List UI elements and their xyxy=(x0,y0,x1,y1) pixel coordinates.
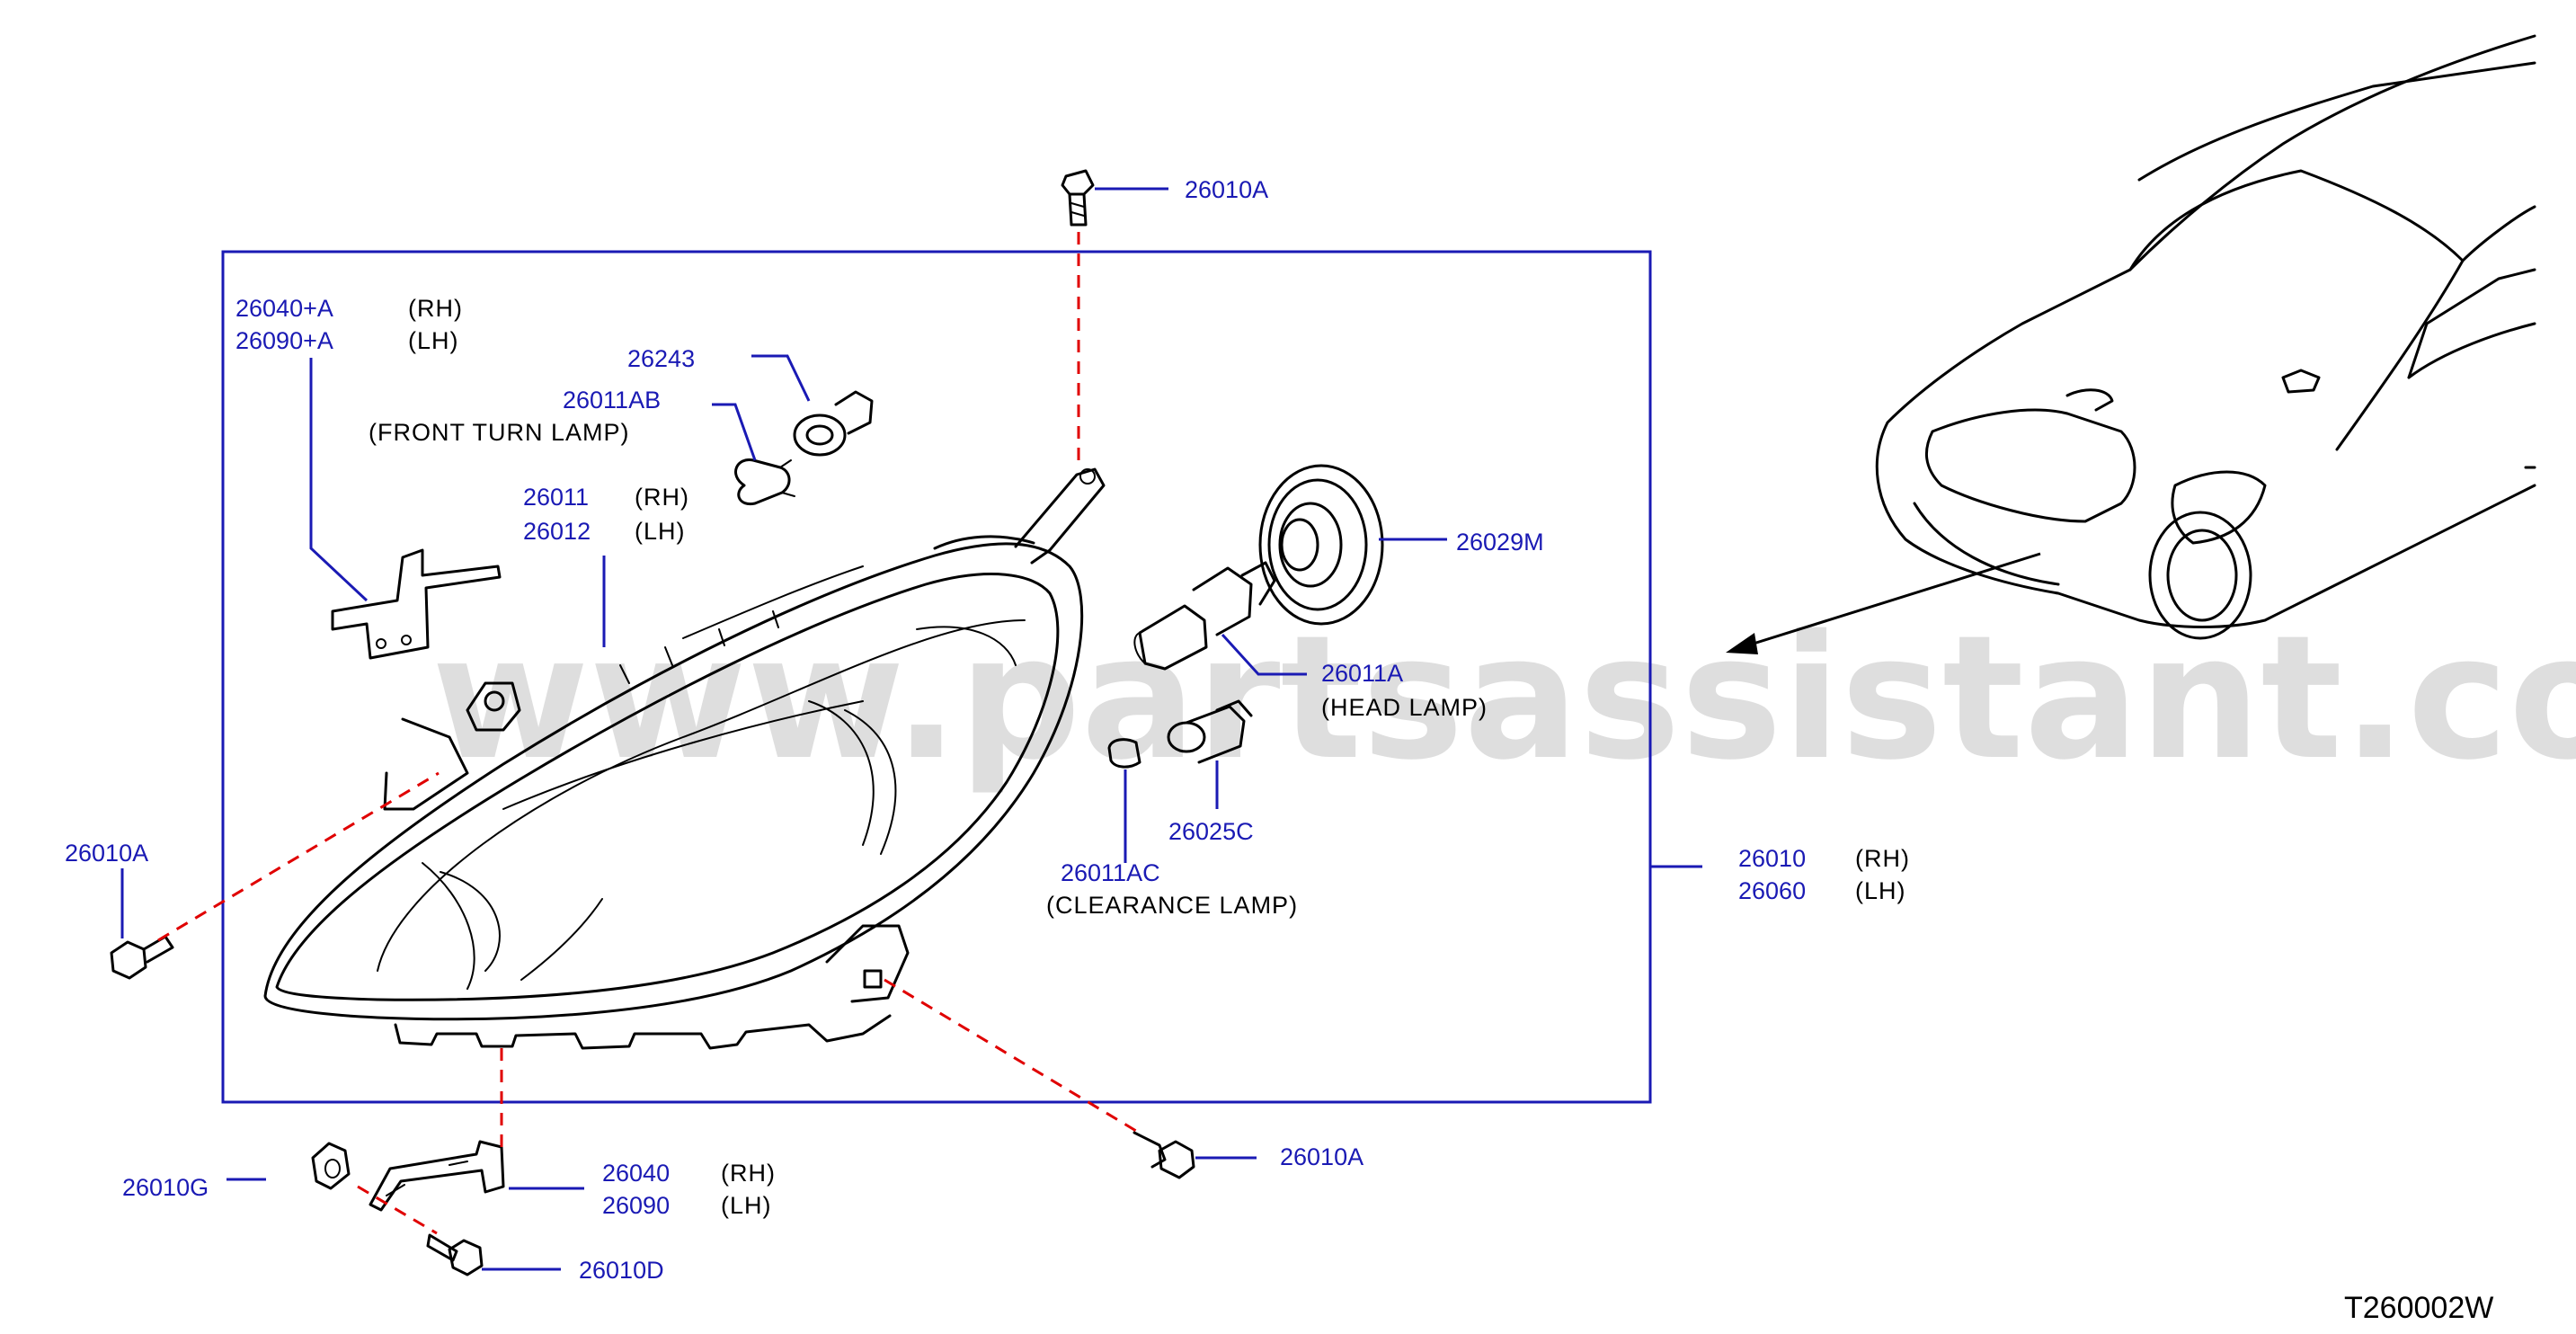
label-lens-rh: 26011 xyxy=(523,484,589,511)
turn-lamp-bulb[interactable] xyxy=(734,458,795,506)
label-turn-socket: 26243 xyxy=(627,345,695,372)
leader-upper-bracket xyxy=(309,358,369,602)
label-turn-bulb-desc: (FRONT TURN LAMP) xyxy=(369,419,630,446)
bolt-right[interactable] xyxy=(1133,1131,1195,1179)
label-lower-bracket-lh: 26090 xyxy=(602,1192,670,1219)
label-lower-bracket-lh-side: (LH) xyxy=(721,1192,772,1219)
label-lens-rh-side: (RH) xyxy=(635,484,689,511)
location-arrow-line xyxy=(1741,552,2041,649)
label-clearance-bulb: 26011AC xyxy=(1061,859,1160,886)
label-bolt-left: 26010A xyxy=(65,840,148,867)
assembly-boundary xyxy=(221,250,1652,1104)
reference-code: T260002W xyxy=(2344,1291,2493,1325)
rubber-cap[interactable] xyxy=(1258,464,1384,626)
label-bracket-rh: 26040+A xyxy=(235,295,333,322)
path-bolt-left xyxy=(157,771,440,942)
label-clearance-bulb-desc: (CLEARANCE LAMP) xyxy=(1046,892,1298,919)
label-assembly-lh-side: (LH) xyxy=(1855,877,1906,904)
label-bracket-lh-side: (LH) xyxy=(408,327,459,354)
label-assembly-rh: 26010 xyxy=(1738,845,1806,872)
label-assembly-rh-side: (RH) xyxy=(1855,845,1910,872)
label-clearance-socket: 26025C xyxy=(1168,818,1254,845)
upper-bracket[interactable] xyxy=(331,548,502,660)
clearance-lamp-bulb[interactable] xyxy=(1107,738,1141,769)
head-lamp-bulb[interactable] xyxy=(1133,561,1276,671)
screw[interactable] xyxy=(426,1233,484,1276)
turn-lamp-socket[interactable] xyxy=(793,390,874,457)
location-arrow-head xyxy=(1726,633,1758,654)
vehicle-outline xyxy=(1875,34,2536,640)
label-lower-bracket-rh-side: (RH) xyxy=(721,1160,776,1187)
label-lens-lh: 26012 xyxy=(523,518,591,545)
label-bracket-rh-side: (RH) xyxy=(408,295,463,322)
path-bolt-right xyxy=(884,978,1137,1133)
label-turn-bulb: 26011AB xyxy=(563,387,661,414)
label-lower-bracket-rh: 26040 xyxy=(602,1160,670,1187)
leader-turn-bulb xyxy=(712,403,757,461)
headlamp-housing[interactable] xyxy=(263,467,1106,1050)
clip-nut[interactable] xyxy=(311,1142,351,1190)
watermark: www.partsassistant.com xyxy=(431,599,2576,797)
label-screw: 26010D xyxy=(579,1257,664,1284)
label-assembly-lh: 26060 xyxy=(1738,877,1806,904)
label-bolt-top: 26010A xyxy=(1185,176,1268,203)
leader-head-bulb xyxy=(1221,633,1307,676)
label-head-bulb-desc: (HEAD LAMP) xyxy=(1321,694,1488,721)
bolt-left[interactable] xyxy=(110,935,174,980)
lower-bracket[interactable] xyxy=(369,1140,505,1212)
label-head-bulb: 26011A xyxy=(1321,660,1403,687)
label-bracket-lh: 26090+A xyxy=(235,327,333,354)
label-cap: 26029M xyxy=(1456,529,1544,556)
label-nut: 26010G xyxy=(122,1174,209,1201)
path-screw xyxy=(357,1185,438,1235)
leader-turn-socket xyxy=(751,354,811,402)
label-lens-lh-side: (LH) xyxy=(635,518,686,545)
clearance-lamp-socket[interactable] xyxy=(1167,699,1253,764)
label-bolt-right: 26010A xyxy=(1280,1143,1364,1170)
bolt-top[interactable] xyxy=(1061,169,1095,227)
